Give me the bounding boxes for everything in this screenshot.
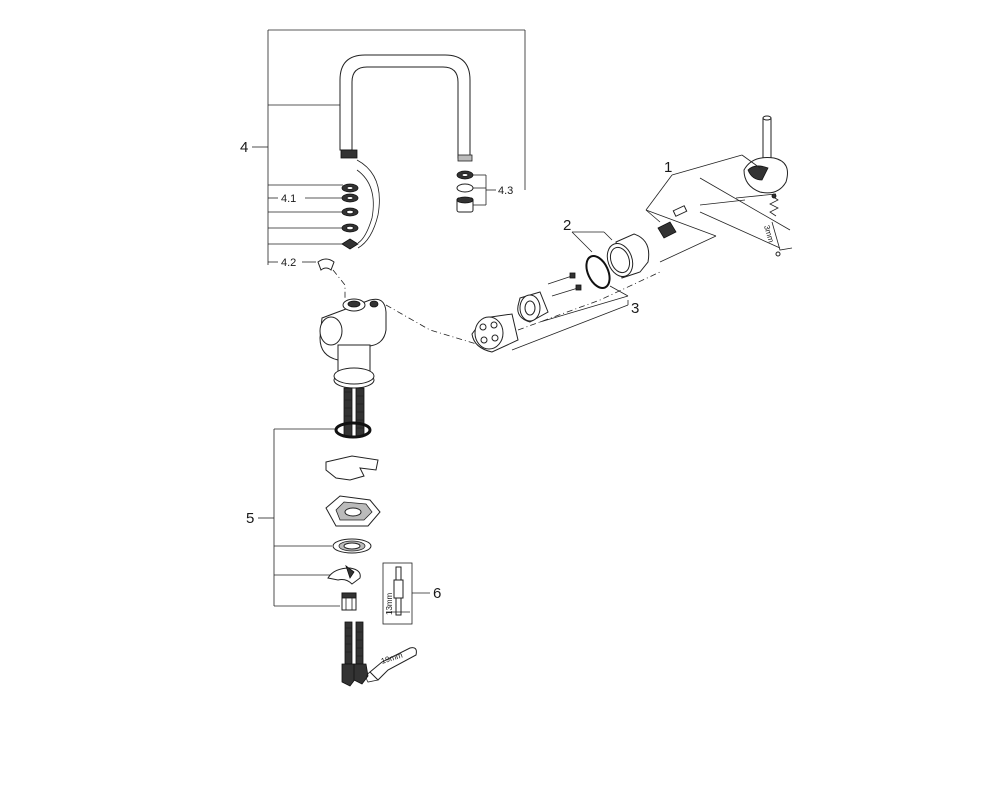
callout-1-leaders (645, 154, 791, 263)
clip-4-2 (317, 258, 335, 271)
callout-1: 1 (664, 159, 672, 176)
cartridge-bolts (547, 272, 582, 297)
wrench-19mm (366, 647, 417, 683)
spout-seal-stack (341, 159, 380, 250)
cartridge-ring (517, 291, 549, 323)
cartridge-cover (606, 233, 650, 279)
horseshoe-clip (327, 567, 361, 585)
supply-hose-upper (343, 387, 365, 437)
assembly-axis-handle (517, 271, 661, 331)
faucet-body (319, 298, 387, 389)
callout-4-1: 4.1 (281, 193, 296, 205)
lever-handle (743, 115, 788, 194)
callout-4: 4 (240, 139, 248, 156)
cartridge-o-ring (585, 255, 611, 289)
socket-size-label: 13mm (385, 592, 394, 615)
callout-2: 2 (563, 217, 571, 234)
o-ring-gasket (334, 421, 372, 439)
callout-5: 5 (246, 510, 254, 527)
retaining-washer (332, 538, 372, 554)
cartridge (471, 313, 519, 353)
assembly-axis-spout (332, 269, 346, 298)
callout-6: 6 (433, 585, 441, 602)
callout-2-leaders (571, 231, 613, 253)
callout-3: 3 (631, 300, 639, 317)
handle-adapter (657, 205, 688, 239)
supply-hose-lower (341, 621, 369, 687)
support-plate (325, 495, 381, 527)
hex-key-3mm (771, 221, 793, 257)
aerator-4-3 (456, 170, 496, 213)
fixing-nut (341, 592, 357, 611)
socket-tool-box (382, 562, 430, 625)
half-moon-washer (325, 455, 379, 481)
grub-screw-spring (769, 193, 779, 217)
callout-4-2: 4.2 (281, 257, 296, 269)
assembly-axis-cartridge (385, 304, 481, 346)
callout-5-leaders (258, 428, 340, 607)
callout-4-3: 4.3 (498, 185, 513, 197)
spout (339, 54, 473, 162)
callout-4-leaders (252, 29, 526, 265)
